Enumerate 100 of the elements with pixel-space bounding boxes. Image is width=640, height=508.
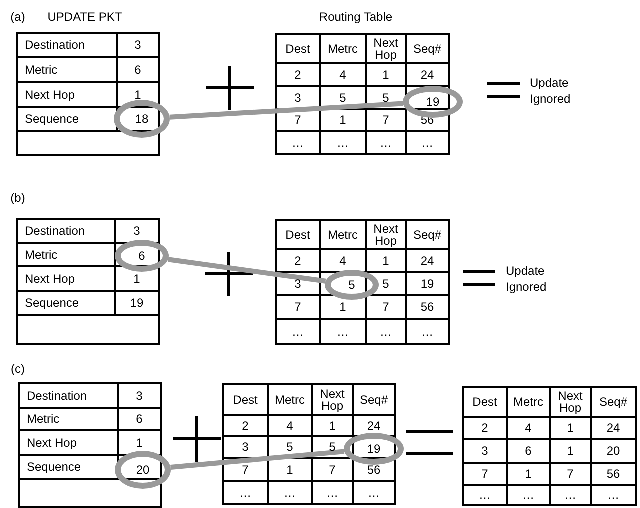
field-name: Metric bbox=[25, 248, 58, 260]
table-value: 56 bbox=[606, 468, 620, 480]
result-text: Update Ignored bbox=[506, 263, 548, 295]
connector-line bbox=[170, 449, 345, 470]
table-value: 24 bbox=[420, 254, 434, 266]
panel-label: (c) bbox=[11, 361, 25, 377]
table-value: 7 bbox=[242, 464, 249, 476]
table-value: … bbox=[479, 489, 491, 501]
table-value: … bbox=[292, 136, 304, 148]
table-value: … bbox=[292, 326, 304, 338]
table-value: 4 bbox=[340, 68, 346, 80]
table-value: 7 bbox=[567, 468, 574, 480]
connector-line bbox=[170, 101, 404, 120]
column-header: Seq# bbox=[413, 228, 442, 240]
table-value: 6 bbox=[525, 445, 532, 457]
column-header: Metrc bbox=[328, 228, 358, 240]
table-value: … bbox=[284, 486, 296, 498]
value-text: 18 bbox=[135, 112, 149, 126]
field-name: Metric bbox=[27, 413, 60, 425]
table-value: 1 bbox=[525, 468, 532, 480]
result-text: Update Ignored bbox=[530, 75, 572, 107]
table-value: … bbox=[422, 326, 434, 338]
column-header: Seq# bbox=[413, 42, 442, 54]
table-value: … bbox=[522, 489, 534, 501]
table-value: … bbox=[380, 326, 392, 338]
table-value: 1 bbox=[329, 420, 336, 432]
column-header: Dest bbox=[472, 396, 498, 408]
value-text: 19 bbox=[367, 442, 381, 456]
field-name: Destination bbox=[27, 390, 88, 402]
panel-label: (b) bbox=[10, 190, 26, 206]
table-value: 24 bbox=[606, 422, 620, 434]
field-name: Next Hop bbox=[25, 88, 76, 100]
column-header: Next Hop bbox=[372, 36, 400, 60]
value-text: 20 bbox=[136, 463, 150, 477]
column-header: Dest bbox=[286, 228, 310, 240]
field-name: Destination bbox=[25, 225, 86, 237]
table-value: 1 bbox=[286, 464, 294, 476]
field-value: 3 bbox=[134, 39, 142, 51]
table-value: … bbox=[564, 489, 576, 501]
table-value: … bbox=[326, 486, 338, 498]
field-value: 6 bbox=[134, 64, 142, 76]
field-value: 3 bbox=[134, 225, 140, 237]
table-value: … bbox=[380, 136, 392, 148]
table-value: 56 bbox=[367, 464, 381, 476]
table-value: 19 bbox=[420, 278, 434, 290]
value-text: 6 bbox=[138, 249, 146, 263]
column-header: Metrc bbox=[275, 394, 305, 406]
table-value: 5 bbox=[382, 92, 390, 104]
table-value: 2 bbox=[482, 422, 488, 434]
table-value: 1 bbox=[567, 445, 574, 457]
table-value: … bbox=[422, 136, 434, 148]
column-header: Next Hop bbox=[372, 222, 400, 246]
field-name: Next Hop bbox=[25, 272, 76, 284]
table-value: 1 bbox=[340, 301, 346, 313]
connector-line bbox=[168, 257, 326, 284]
table-value: 3 bbox=[242, 441, 249, 453]
field-value: 1 bbox=[134, 272, 140, 284]
panel-label: (a) bbox=[10, 9, 26, 25]
table-value: 3 bbox=[294, 92, 302, 104]
table-value: … bbox=[337, 326, 349, 338]
table-value: 1 bbox=[567, 422, 574, 434]
column-header: Next Hop bbox=[557, 390, 584, 414]
table-value: … bbox=[240, 486, 252, 498]
table-value: 4 bbox=[286, 420, 294, 432]
value-text: 19 bbox=[426, 95, 440, 109]
table-value: 7 bbox=[382, 301, 390, 313]
table-value: 24 bbox=[420, 68, 434, 80]
table-value: … bbox=[368, 486, 380, 498]
table-value: 2 bbox=[294, 68, 302, 80]
column-header: Dest bbox=[286, 42, 310, 54]
field-name: Sequence bbox=[25, 113, 80, 125]
table-value: 7 bbox=[329, 464, 336, 476]
field-value: 1 bbox=[134, 88, 142, 100]
table-value: 5 bbox=[329, 441, 336, 453]
field-value: 1 bbox=[136, 436, 143, 448]
column-header: Metrc bbox=[328, 42, 358, 54]
table-value: 7 bbox=[294, 114, 302, 126]
table-value: 3 bbox=[482, 445, 488, 457]
field-name: Metric bbox=[25, 64, 58, 76]
table-value: … bbox=[337, 136, 349, 148]
table-title: UPDATE PKT bbox=[48, 9, 122, 25]
table-value: 7 bbox=[294, 301, 302, 313]
table-value: 4 bbox=[340, 254, 346, 266]
column-header: Next Hop bbox=[319, 388, 346, 412]
column-header: Seq# bbox=[599, 396, 628, 408]
field-value: 3 bbox=[136, 390, 143, 402]
table-value: 3 bbox=[294, 278, 302, 290]
table-value: 7 bbox=[382, 114, 390, 126]
table-value: 5 bbox=[286, 441, 294, 453]
table-value: 1 bbox=[382, 68, 390, 80]
table-value: 7 bbox=[482, 468, 488, 480]
column-header: Metrc bbox=[514, 396, 544, 408]
field-name: Sequence bbox=[27, 461, 82, 473]
field-name: Sequence bbox=[25, 297, 80, 309]
table-value: … bbox=[608, 489, 620, 501]
highlight-ellipse bbox=[114, 100, 170, 138]
table-value: 4 bbox=[525, 422, 532, 434]
highlight-ellipse bbox=[344, 433, 404, 465]
table-value: 20 bbox=[606, 445, 620, 457]
table-value: 2 bbox=[242, 420, 249, 432]
